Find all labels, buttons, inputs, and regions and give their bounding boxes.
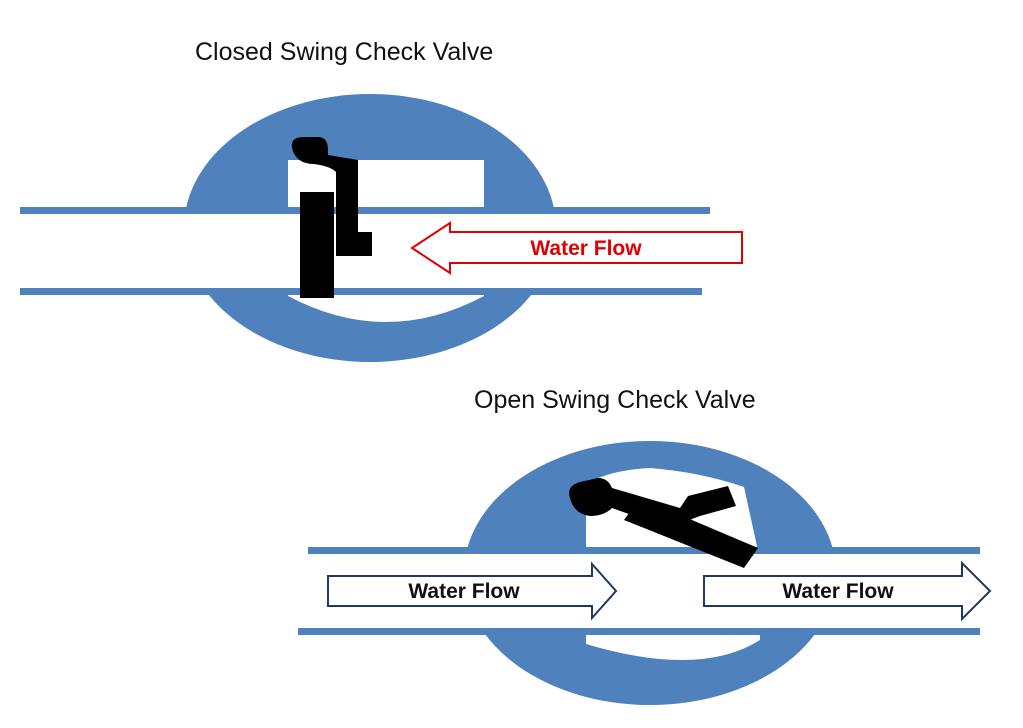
closed-reverse-flow-arrow: Water Flow (410, 221, 743, 275)
closed-pipe-top-wall (20, 207, 710, 214)
open-valve-disc (569, 478, 758, 568)
open-inlet-flow-label: Water Flow (408, 580, 520, 603)
closed-valve-title: Closed Swing Check Valve (195, 38, 494, 66)
closed-valve-chamber-bottom (288, 290, 484, 322)
closed-pipe-bottom-wall (20, 288, 702, 295)
open-pipe-bottom-wall (298, 628, 980, 635)
closed-flow-label: Water Flow (530, 237, 642, 260)
closed-valve-disc (291, 137, 372, 298)
open-inlet-flow-arrow: Water Flow (327, 561, 618, 621)
open-valve-title: Open Swing Check Valve (474, 386, 756, 414)
open-pipe-top-wall (308, 547, 980, 554)
closed-valve: Water Flow (20, 94, 743, 362)
open-valve: Water Flow Water Flow (298, 441, 992, 705)
open-outlet-flow-arrow: Water Flow (703, 560, 992, 622)
open-outlet-flow-label: Water Flow (782, 580, 894, 603)
